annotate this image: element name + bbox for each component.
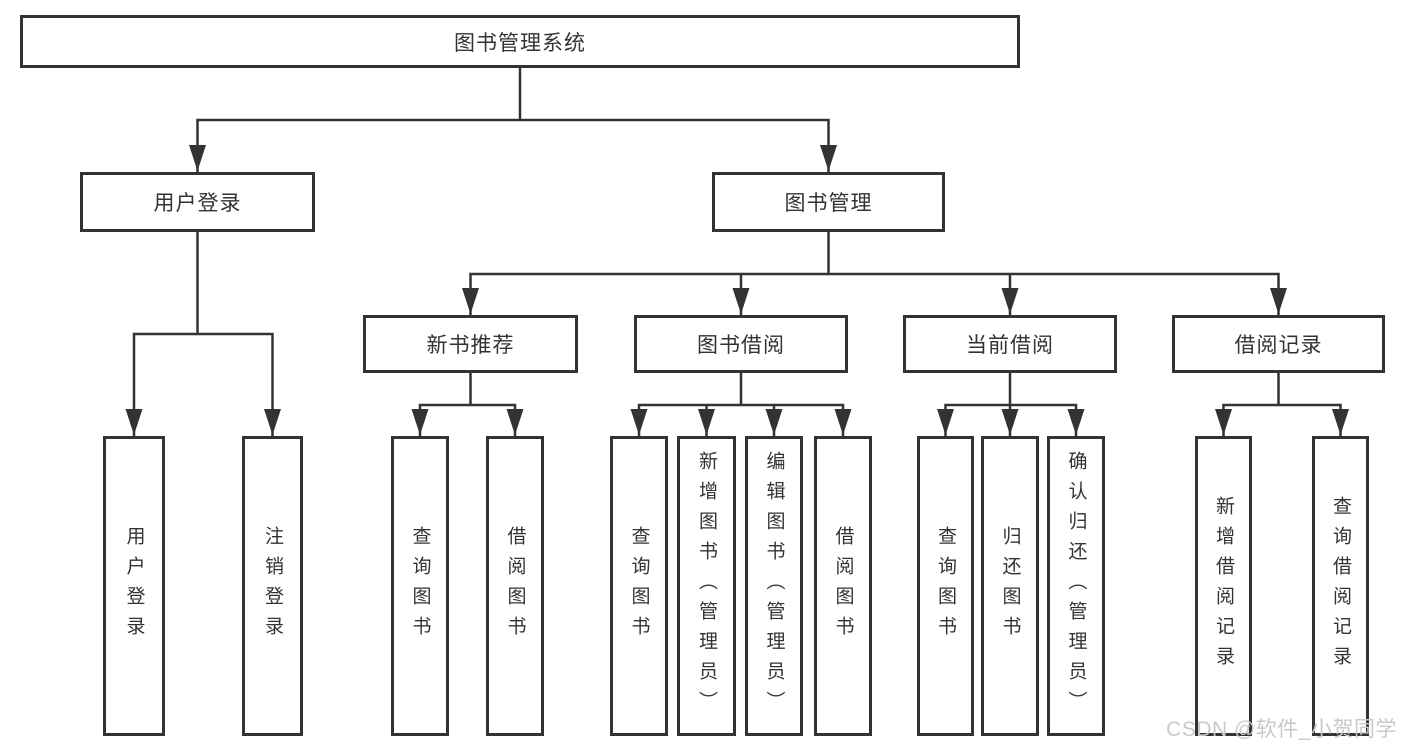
node-label: 当前借阅 [966,334,1054,357]
node-bb-query-books: 查询图书 [610,436,668,736]
node-bb-add-books-admin: 新增图书（管理员） [677,436,736,736]
node-label: 用户登录 [123,526,145,646]
node-borrowing-records: 借阅记录 [1172,315,1385,373]
node-label: 注销登录 [262,526,283,646]
node-new-book-recommendation: 新书推荐 [363,315,578,373]
node-label: 查询图书 [935,526,956,646]
node-label: 编辑图书（管理员） [763,451,785,721]
node-br-add-record: 新增借阅记录 [1195,436,1252,736]
node-label: 图书管理 [784,192,873,215]
node-label: 图书管理系统 [454,31,586,55]
node-cb-return-books: 归还图书 [981,436,1039,736]
node-library-management-system: 图书管理系统 [20,15,1020,68]
node-cb-query-books: 查询图书 [917,436,974,736]
node-label: 借阅图书 [832,526,854,646]
node-label: 确认归还（管理员） [1065,451,1087,721]
node-label: 查询借阅记录 [1330,496,1351,676]
node-label: 新增图书（管理员） [696,451,717,721]
node-label: 图书借阅 [697,334,785,357]
node-book-management-branch: 图书管理 [712,172,945,232]
node-label: 查询图书 [628,526,650,646]
node-user-login-branch: 用户登录 [80,172,315,232]
node-label: 查询图书 [409,526,431,646]
node-current-borrowing: 当前借阅 [903,315,1117,373]
node-label: 归还图书 [999,526,1021,646]
node-bb-borrow-books: 借阅图书 [814,436,872,736]
node-label: 用户登录 [153,192,242,215]
node-book-borrowing: 图书借阅 [634,315,848,373]
node-user-login-leaf: 用户登录 [103,436,165,736]
node-label: 新增借阅记录 [1213,496,1234,676]
node-logout-leaf: 注销登录 [242,436,303,736]
node-label: 借阅记录 [1234,334,1323,357]
node-label: 新书推荐 [426,334,515,357]
node-cb-confirm-return-admin: 确认归还（管理员） [1047,436,1105,736]
node-bb-edit-books-admin: 编辑图书（管理员） [745,436,803,736]
node-nbr-query-books: 查询图书 [391,436,449,736]
node-nbr-borrow-books: 借阅图书 [486,436,544,736]
node-label: 借阅图书 [504,526,526,646]
node-br-query-record: 查询借阅记录 [1312,436,1369,736]
